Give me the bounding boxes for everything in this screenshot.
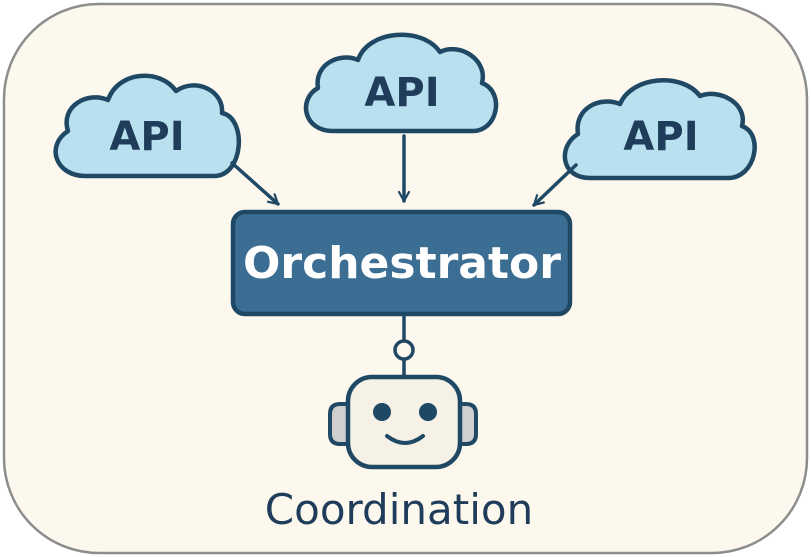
cloud-right: API (562, 78, 757, 181)
cloud-center-icon (303, 32, 499, 134)
arrow-left-to-orchestrator (230, 161, 280, 206)
orchestrator-node: Orchestrator (230, 209, 573, 317)
robot-left-eye (373, 403, 391, 421)
robot-smile (385, 434, 425, 445)
robot-icon (328, 374, 478, 470)
cloud-left-icon (53, 73, 242, 179)
cloud-right-icon (562, 78, 757, 181)
cloud-left: API (53, 73, 242, 179)
orchestrator-box (230, 209, 573, 317)
arrow-right-to-orchestrator (532, 163, 578, 207)
orchestrator-label: Orchestrator (243, 238, 561, 289)
coordination-caption: Coordination (265, 485, 533, 534)
cloud-right-label: API (623, 114, 698, 160)
antenna-knob (393, 339, 415, 361)
cloud-center-label: API (364, 70, 439, 116)
cloud-center: API (303, 32, 499, 134)
robot-left-ear (328, 402, 350, 446)
robot-head (345, 374, 463, 470)
robot-right-ear (456, 402, 478, 446)
robot-right-eye (419, 403, 437, 421)
cloud-left-label: API (109, 114, 184, 160)
